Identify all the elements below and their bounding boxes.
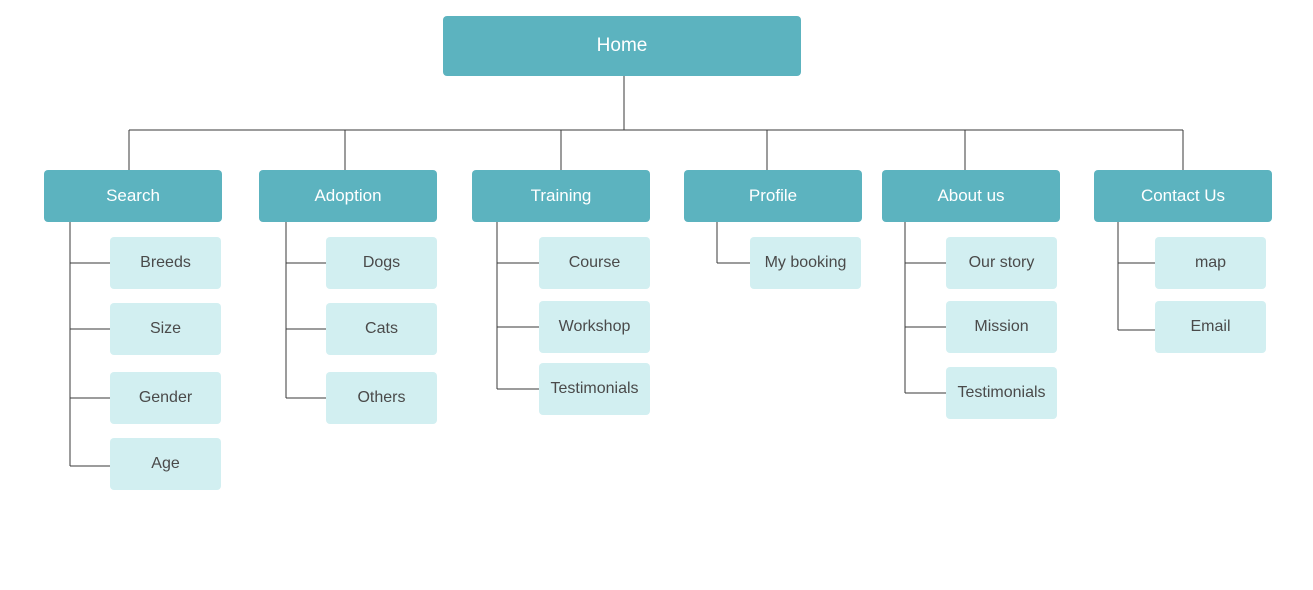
- node-about-us[interactable]: About us: [882, 170, 1060, 222]
- node-gender[interactable]: Gender: [110, 372, 221, 424]
- node-mission[interactable]: Mission: [946, 301, 1057, 353]
- node-age[interactable]: Age: [110, 438, 221, 490]
- node-training-testimonials[interactable]: Testimonials: [539, 363, 650, 415]
- node-home[interactable]: Home: [443, 16, 801, 76]
- node-our-story[interactable]: Our story: [946, 237, 1057, 289]
- node-dogs[interactable]: Dogs: [326, 237, 437, 289]
- node-others[interactable]: Others: [326, 372, 437, 424]
- node-training[interactable]: Training: [472, 170, 650, 222]
- node-my-booking[interactable]: My booking: [750, 237, 861, 289]
- node-cats[interactable]: Cats: [326, 303, 437, 355]
- node-adoption[interactable]: Adoption: [259, 170, 437, 222]
- node-contact-us[interactable]: Contact Us: [1094, 170, 1272, 222]
- node-search[interactable]: Search: [44, 170, 222, 222]
- node-email[interactable]: Email: [1155, 301, 1266, 353]
- node-profile[interactable]: Profile: [684, 170, 862, 222]
- node-size[interactable]: Size: [110, 303, 221, 355]
- node-about-testimonials[interactable]: Testimonials: [946, 367, 1057, 419]
- node-map[interactable]: map: [1155, 237, 1266, 289]
- node-course[interactable]: Course: [539, 237, 650, 289]
- node-workshop[interactable]: Workshop: [539, 301, 650, 353]
- node-breeds[interactable]: Breeds: [110, 237, 221, 289]
